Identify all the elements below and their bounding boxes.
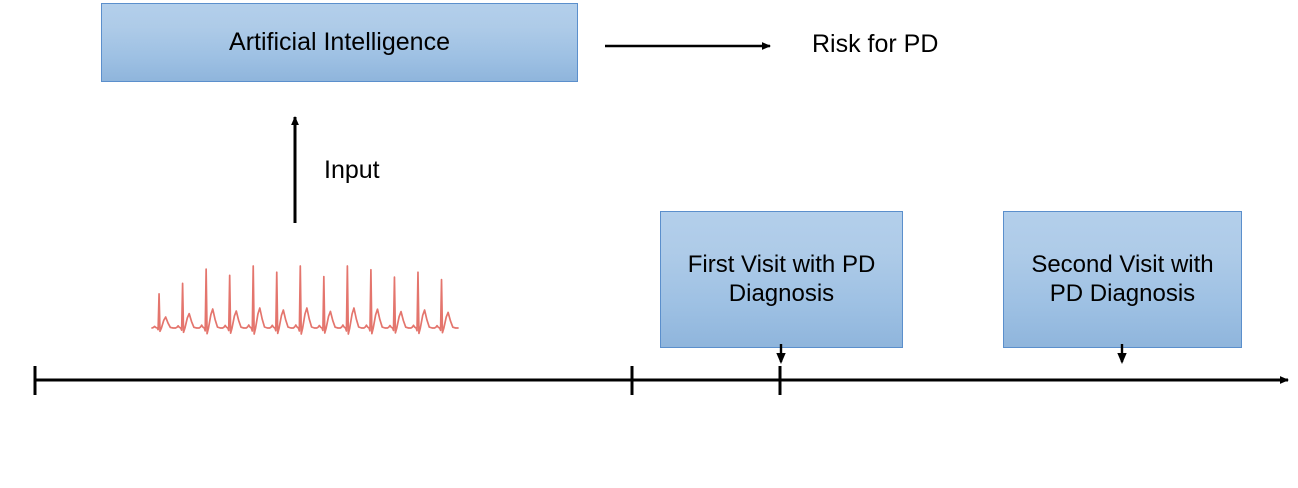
tick-2-line-1: t xyxy=(770,483,798,488)
second-visit-text: Second Visit with PD Diagnosis xyxy=(1031,251,1213,308)
first-visit-with-pd-diagnosis-box: First Visit with PD Diagnosis xyxy=(660,211,903,348)
tick-1-line-1: t-6 xyxy=(586,483,668,488)
input-label: Input xyxy=(324,156,380,184)
second-visit-with-pd-diagnosis-box: Second Visit with PD Diagnosis xyxy=(1003,211,1242,348)
first-visit-text: First Visit with PD Diagnosis xyxy=(688,251,876,308)
artificial-intelligence-label: Artificial Intelligence xyxy=(229,27,450,56)
ecg-waveform xyxy=(151,265,459,335)
second-visit-line-2: PD Diagnosis xyxy=(1049,279,1196,307)
first-visit-line-1: First Visit with PD xyxy=(687,251,876,279)
artificial-intelligence-box: Artificial Intelligence xyxy=(101,3,578,82)
risk-for-pd-label: Risk for PD xyxy=(812,30,939,58)
timeline-tick-label-t-minus-10-years: t-10 years xyxy=(6,415,67,488)
second-visit-line-1: Second Visit with xyxy=(1031,251,1214,279)
tick-0-line-1: t-10 xyxy=(6,483,67,488)
timeline-tick-label-t: t xyxy=(770,415,798,488)
timeline-tick-label-t-minus-6-months: t-6 months xyxy=(586,415,668,488)
first-visit-line-2: Diagnosis xyxy=(728,279,835,307)
